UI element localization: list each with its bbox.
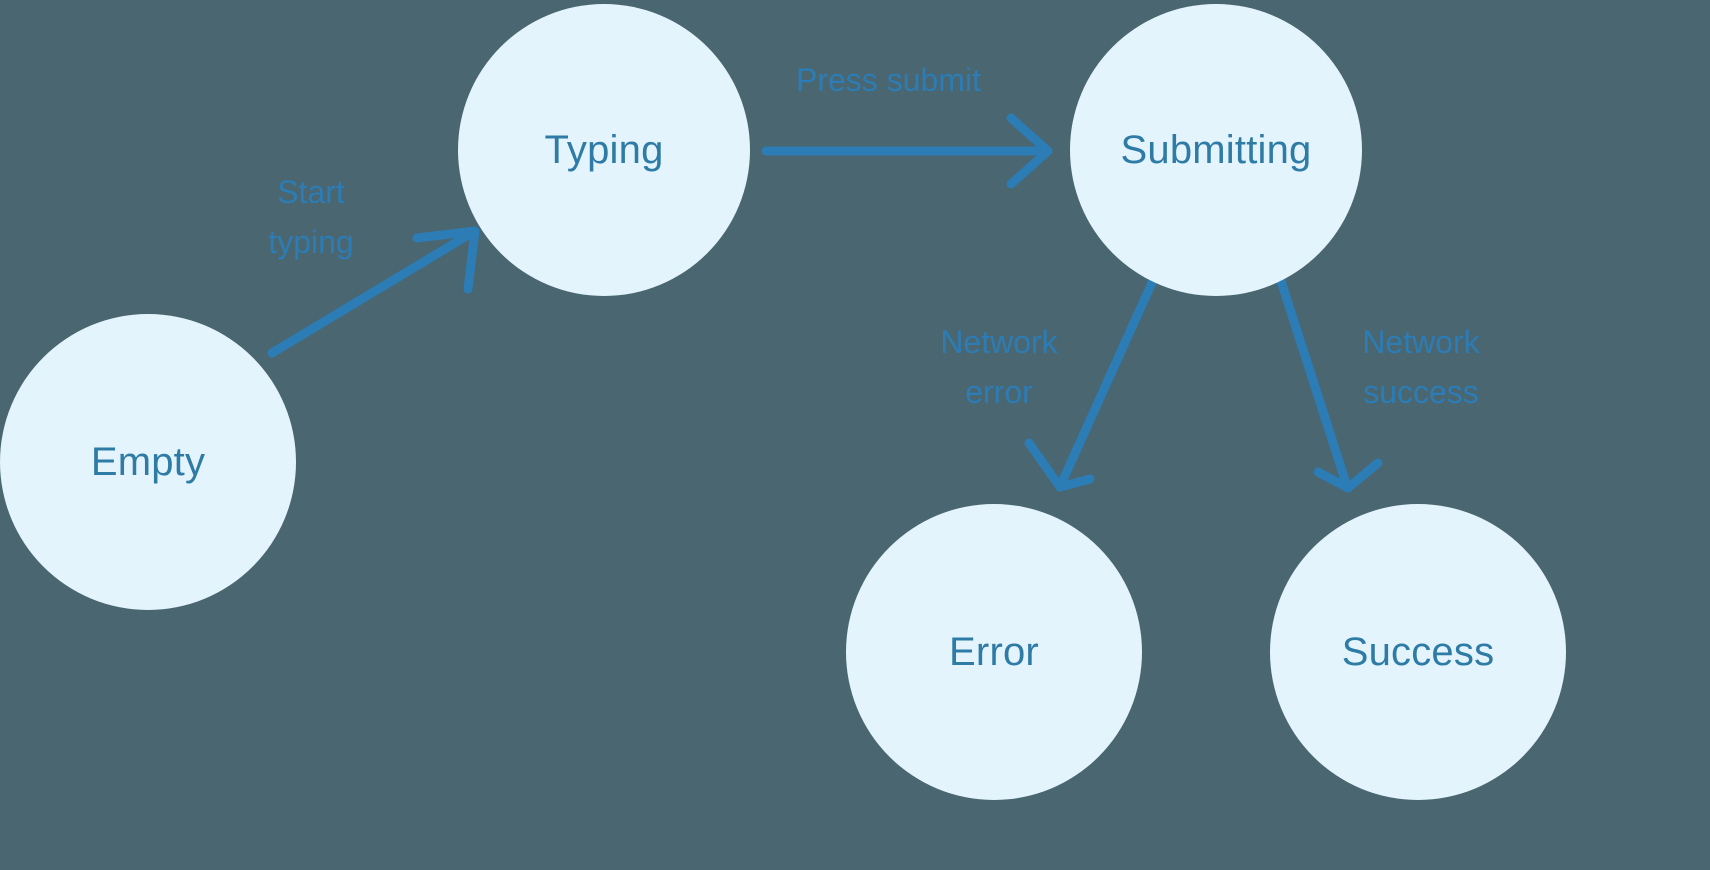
edge-label-press-submit: Press submit xyxy=(796,62,981,98)
edge-label-network-error: Network error xyxy=(940,324,1058,410)
edge-submitting-to-success xyxy=(1275,273,1383,493)
state-node-empty[interactable]: Empty xyxy=(0,314,296,610)
state-node-label: Success xyxy=(1341,630,1495,674)
edge-empty-to-typing xyxy=(267,226,480,358)
edge-label-start-typing: Start typing xyxy=(268,174,354,260)
state-node-label: Submitting xyxy=(1120,128,1312,172)
state-node-label: Error xyxy=(949,630,1039,674)
state-node-label: Typing xyxy=(544,128,664,172)
state-node-success[interactable]: Success xyxy=(1270,504,1566,800)
state-node-submitting[interactable]: Submitting xyxy=(1070,4,1362,296)
state-node-error[interactable]: Error xyxy=(846,504,1142,800)
edge-typing-to-submitting xyxy=(761,113,1053,189)
edge-label-network-success: Network success xyxy=(1362,324,1480,410)
state-node-label: Empty xyxy=(90,440,206,484)
edge-submitting-to-error xyxy=(1024,271,1160,492)
state-node-typing[interactable]: Typing xyxy=(458,4,750,296)
